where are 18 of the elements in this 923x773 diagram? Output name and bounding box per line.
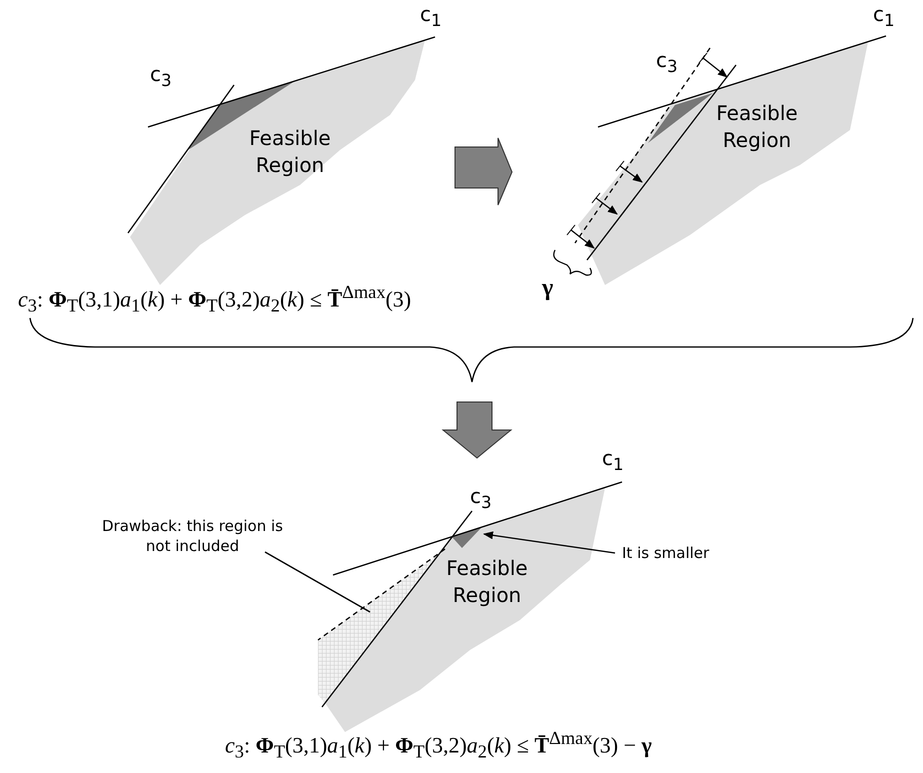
region-label: Feasible Region (248, 125, 332, 179)
block-arrow (442, 402, 512, 459)
region-label: Feasible Region (715, 100, 799, 154)
block-arrow (454, 138, 513, 206)
annotation-text: It is smaller (622, 543, 710, 563)
leader-line (264, 551, 370, 613)
leader-line (483, 531, 616, 554)
constraint-label: c$_{1}$ (602, 446, 624, 474)
constraint-formula: c$_{3}$: Φ$_{T}$(3,1)a$_{1}$(k) + Φ$_{T}$(3,2)a$_{2}$(k) ≤ T̄$^{Δmax}$(3) − γ (225, 728, 652, 763)
constraint-formula: c$_{3}$: Φ$_{T}$(3,1)a$_{1}$(k) + Φ$_{T}$(3,2)a$_{2}$(k) ≤ T̄$^{Δmax}$(3) (18, 282, 412, 317)
constraint-label: c$_{3}$ (656, 48, 678, 76)
constraint-label: c$_{1}$ (873, 2, 895, 30)
region-label: Feasible Region (445, 555, 529, 609)
annotation-text: Drawback: this region is not included (101, 516, 284, 556)
constraint-label: c$_{1}$ (420, 2, 442, 30)
constraint-label: c$_{3}$ (150, 62, 172, 90)
gamma-label: γ (542, 275, 554, 302)
constraint-label: c$_{3}$ (470, 484, 492, 512)
